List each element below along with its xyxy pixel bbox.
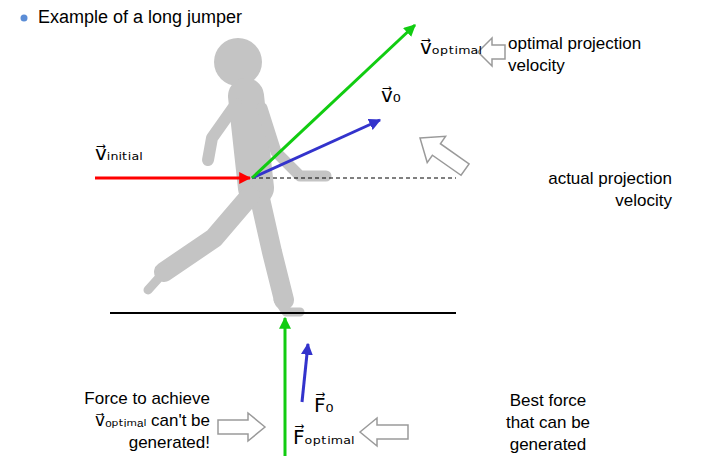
pointer-arrow bbox=[360, 418, 408, 446]
best-force-vector bbox=[302, 344, 308, 402]
vector-label: F⃗₀ bbox=[314, 392, 334, 418]
ground-line bbox=[110, 312, 456, 314]
initial-velocity-vector bbox=[95, 177, 250, 180]
annotation: Best force that can be generated bbox=[498, 390, 598, 456]
horizontal-reference bbox=[252, 178, 456, 179]
optimal-force-vector bbox=[284, 318, 287, 456]
actual-velocity-vector bbox=[252, 120, 380, 178]
pointer-arrow bbox=[411, 125, 474, 183]
runner-silhouette bbox=[148, 38, 326, 312]
vector-label: v⃗ₒₚₜᵢₘₐₗ bbox=[420, 34, 482, 60]
title: Example of a long jumper bbox=[38, 6, 242, 28]
annotation: Force to achieve v⃗ₒₚₜᵢₘₐₗ can't be gene… bbox=[45, 388, 210, 454]
bullet bbox=[21, 15, 28, 22]
pointer-arrow bbox=[218, 413, 265, 441]
optimal-velocity-vector bbox=[252, 25, 415, 178]
vector-label: v⃗₀ bbox=[381, 82, 401, 108]
annotation: actual projection velocity bbox=[497, 168, 672, 212]
pointer-arrow bbox=[478, 38, 505, 66]
annotation: optimal projection velocity bbox=[508, 33, 658, 77]
vector-label: F⃗ₒₚₜᵢₘₐₗ bbox=[293, 424, 354, 450]
vector-label: v⃗ᵢₙᵢₜᵢₐₗ bbox=[95, 140, 143, 166]
